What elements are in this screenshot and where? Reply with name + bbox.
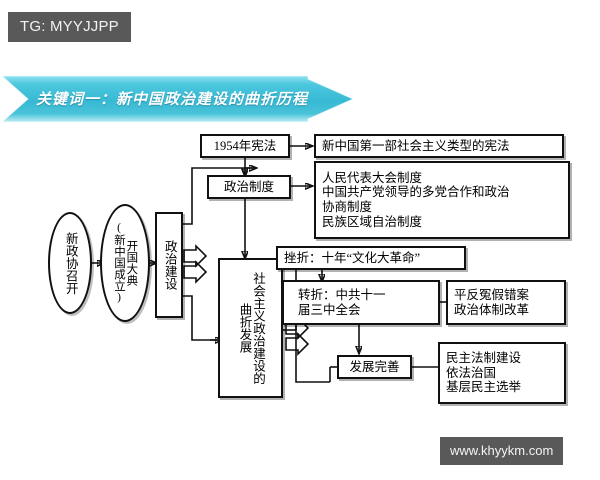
node-turning-point-label-2: 届三中全会: [298, 302, 361, 317]
node-cppcc: 新政协召开: [48, 212, 92, 314]
node-improvement-label: 发展完善: [349, 359, 400, 374]
node-political-construction-label: 政治建设: [162, 240, 177, 290]
node-political-system: 政治制度: [207, 175, 291, 199]
node-improvement: 发展完善: [337, 355, 412, 379]
system-list-item: 中国共产党领导的多党合作和政治: [322, 185, 510, 200]
node-turning-point: 转折：中共十一 届三中全会: [282, 280, 440, 325]
node-constitution-description: 新中国第一部社会主义类型的宪法: [314, 134, 564, 158]
node-founding-ceremony-columns: 开国大典 (新中国成立): [102, 206, 148, 320]
system-list-item: 民族区域自治制度: [322, 214, 423, 229]
turning-point-result-item: 平反冤假错案: [454, 287, 530, 302]
node-setback: 挫折：十年“文化大革命”: [276, 246, 466, 270]
node-setback-label: 挫折：十年“文化大革命”: [284, 250, 421, 265]
tg-watermark-badge: TG: MYYJJPP: [8, 12, 131, 42]
node-socialist-development: 社会主义政治建设的 曲折发展: [218, 258, 283, 398]
improvement-result-item: 基层民主选举: [446, 380, 522, 395]
node-cppcc-label: 新政协召开: [63, 231, 78, 295]
improvement-result-item: 民主法制建设: [446, 350, 522, 365]
system-list-item: 协商制度: [322, 200, 373, 214]
node-improvement-results-lines: 民主法制建设 依法治国 基层民主选举: [446, 351, 564, 395]
node-constitution-description-label: 新中国第一部社会主义类型的宪法: [322, 138, 510, 153]
turning-point-result-item: 政治体制改革: [454, 302, 530, 317]
node-turning-point-label-1: 转折：中共十一: [298, 287, 386, 302]
node-political-system-label: 政治制度: [223, 179, 274, 194]
node-socialist-development-label-1: 社会主义政治建设的: [251, 271, 265, 385]
node-improvement-results: 民主法制建设 依法治国 基层民主选举: [438, 342, 566, 404]
banner-title: 关键词一：新中国政治建设的曲折历程: [36, 92, 309, 108]
node-system-list-lines: 人民代表大会制度 中国共产党领导的多党合作和政治 协商制度 民族区域自治制度: [322, 171, 568, 230]
site-watermark: www.khyykm.com: [440, 437, 564, 465]
improvement-result-item: 依法治国: [446, 365, 497, 380]
node-socialist-development-label-2: 曲折发展: [237, 303, 252, 353]
node-constitution-1954-label: 1954年宪法: [213, 138, 277, 153]
node-founding-ceremony-label-1: 开国大典: [125, 240, 138, 286]
node-founding-ceremony-label-2: (新中国成立): [113, 222, 125, 304]
node-turning-point-results-lines: 平反冤假错案 政治体制改革: [454, 288, 564, 318]
node-constitution-1954: 1954年宪法: [200, 134, 290, 158]
node-turning-point-lines: 转折：中共十一 届三中全会: [298, 288, 438, 318]
node-founding-ceremony: 开国大典 (新中国成立): [100, 204, 150, 322]
node-system-list: 人民代表大会制度 中国共产党领导的多党合作和政治 协商制度 民族区域自治制度: [314, 161, 570, 239]
node-turning-point-results: 平反冤假错案 政治体制改革: [446, 280, 566, 325]
node-socialist-development-columns: 社会主义政治建设的 曲折发展: [220, 260, 281, 396]
system-list-item: 人民代表大会制度: [322, 170, 423, 185]
node-political-construction: 政治建设: [155, 212, 183, 318]
banner-arrow-shape: [2, 76, 354, 122]
section-banner: [2, 76, 354, 122]
